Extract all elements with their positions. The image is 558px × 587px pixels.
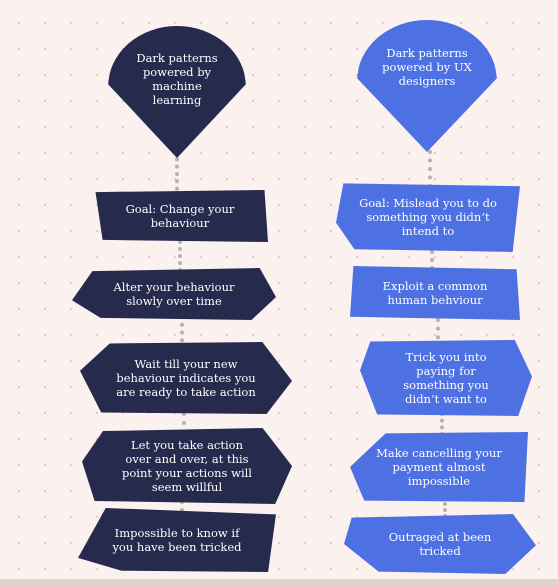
ux-step-5: Outraged at been tricked xyxy=(344,514,536,574)
ux-header-text: Dark patterns powered by UX designers xyxy=(382,46,472,88)
ml-step-1: Goal: Change your behaviour xyxy=(95,190,268,242)
connector-line xyxy=(436,318,440,348)
ml-step-3-text: Wait till your new behaviour indicates y… xyxy=(116,357,256,399)
ml-step-1-text: Goal: Change your behaviour xyxy=(125,202,235,230)
ml-step-3: Wait till your new behaviour indicates y… xyxy=(80,342,292,414)
connector-line xyxy=(440,412,444,436)
ml-step-5: Impossible to know if you have been tric… xyxy=(78,508,276,572)
ux-step-2-text: Exploit a common human behviour xyxy=(382,279,488,307)
ux-dark-patterns-header: Dark patterns powered by UX designers xyxy=(357,20,497,152)
connector-line xyxy=(175,150,179,198)
connector-line xyxy=(180,315,184,350)
ml-step-4: Let you take action over and over, at th… xyxy=(82,428,292,504)
ux-step-1-text: Goal: Mislead you to do something you di… xyxy=(359,196,497,238)
ml-step-2-text: Alter your behaviour slowly over time xyxy=(113,280,235,308)
ux-step-2: Exploit a common human behviour xyxy=(350,266,520,320)
ml-step-4-text: Let you take action over and over, at th… xyxy=(122,438,252,494)
ux-step-4: Make cancelling your payment almost impo… xyxy=(350,432,528,502)
ux-step-1: Goal: Mislead you to do something you di… xyxy=(336,183,520,252)
connector-line xyxy=(443,502,447,518)
connector-line xyxy=(178,240,182,272)
ux-step-5-text: Outraged at been tricked xyxy=(388,530,492,558)
ml-step-5-text: Impossible to know if you have been tric… xyxy=(112,526,242,554)
ux-step-4-text: Make cancelling your payment almost impo… xyxy=(376,446,502,488)
connector-line xyxy=(430,250,434,270)
ux-step-3-text: Trick you into paying for something you … xyxy=(403,350,489,406)
connector-line xyxy=(182,412,186,434)
connector-line xyxy=(428,150,432,188)
ml-header-text: Dark patterns powered by machine learnin… xyxy=(136,51,218,107)
connector-line xyxy=(180,500,184,512)
bottom-strip xyxy=(0,579,558,587)
ml-dark-patterns-header: Dark patterns powered by machine learnin… xyxy=(108,26,246,158)
ml-step-2: Alter your behaviour slowly over time xyxy=(72,268,276,320)
ux-step-3: Trick you into paying for something you … xyxy=(360,340,532,416)
